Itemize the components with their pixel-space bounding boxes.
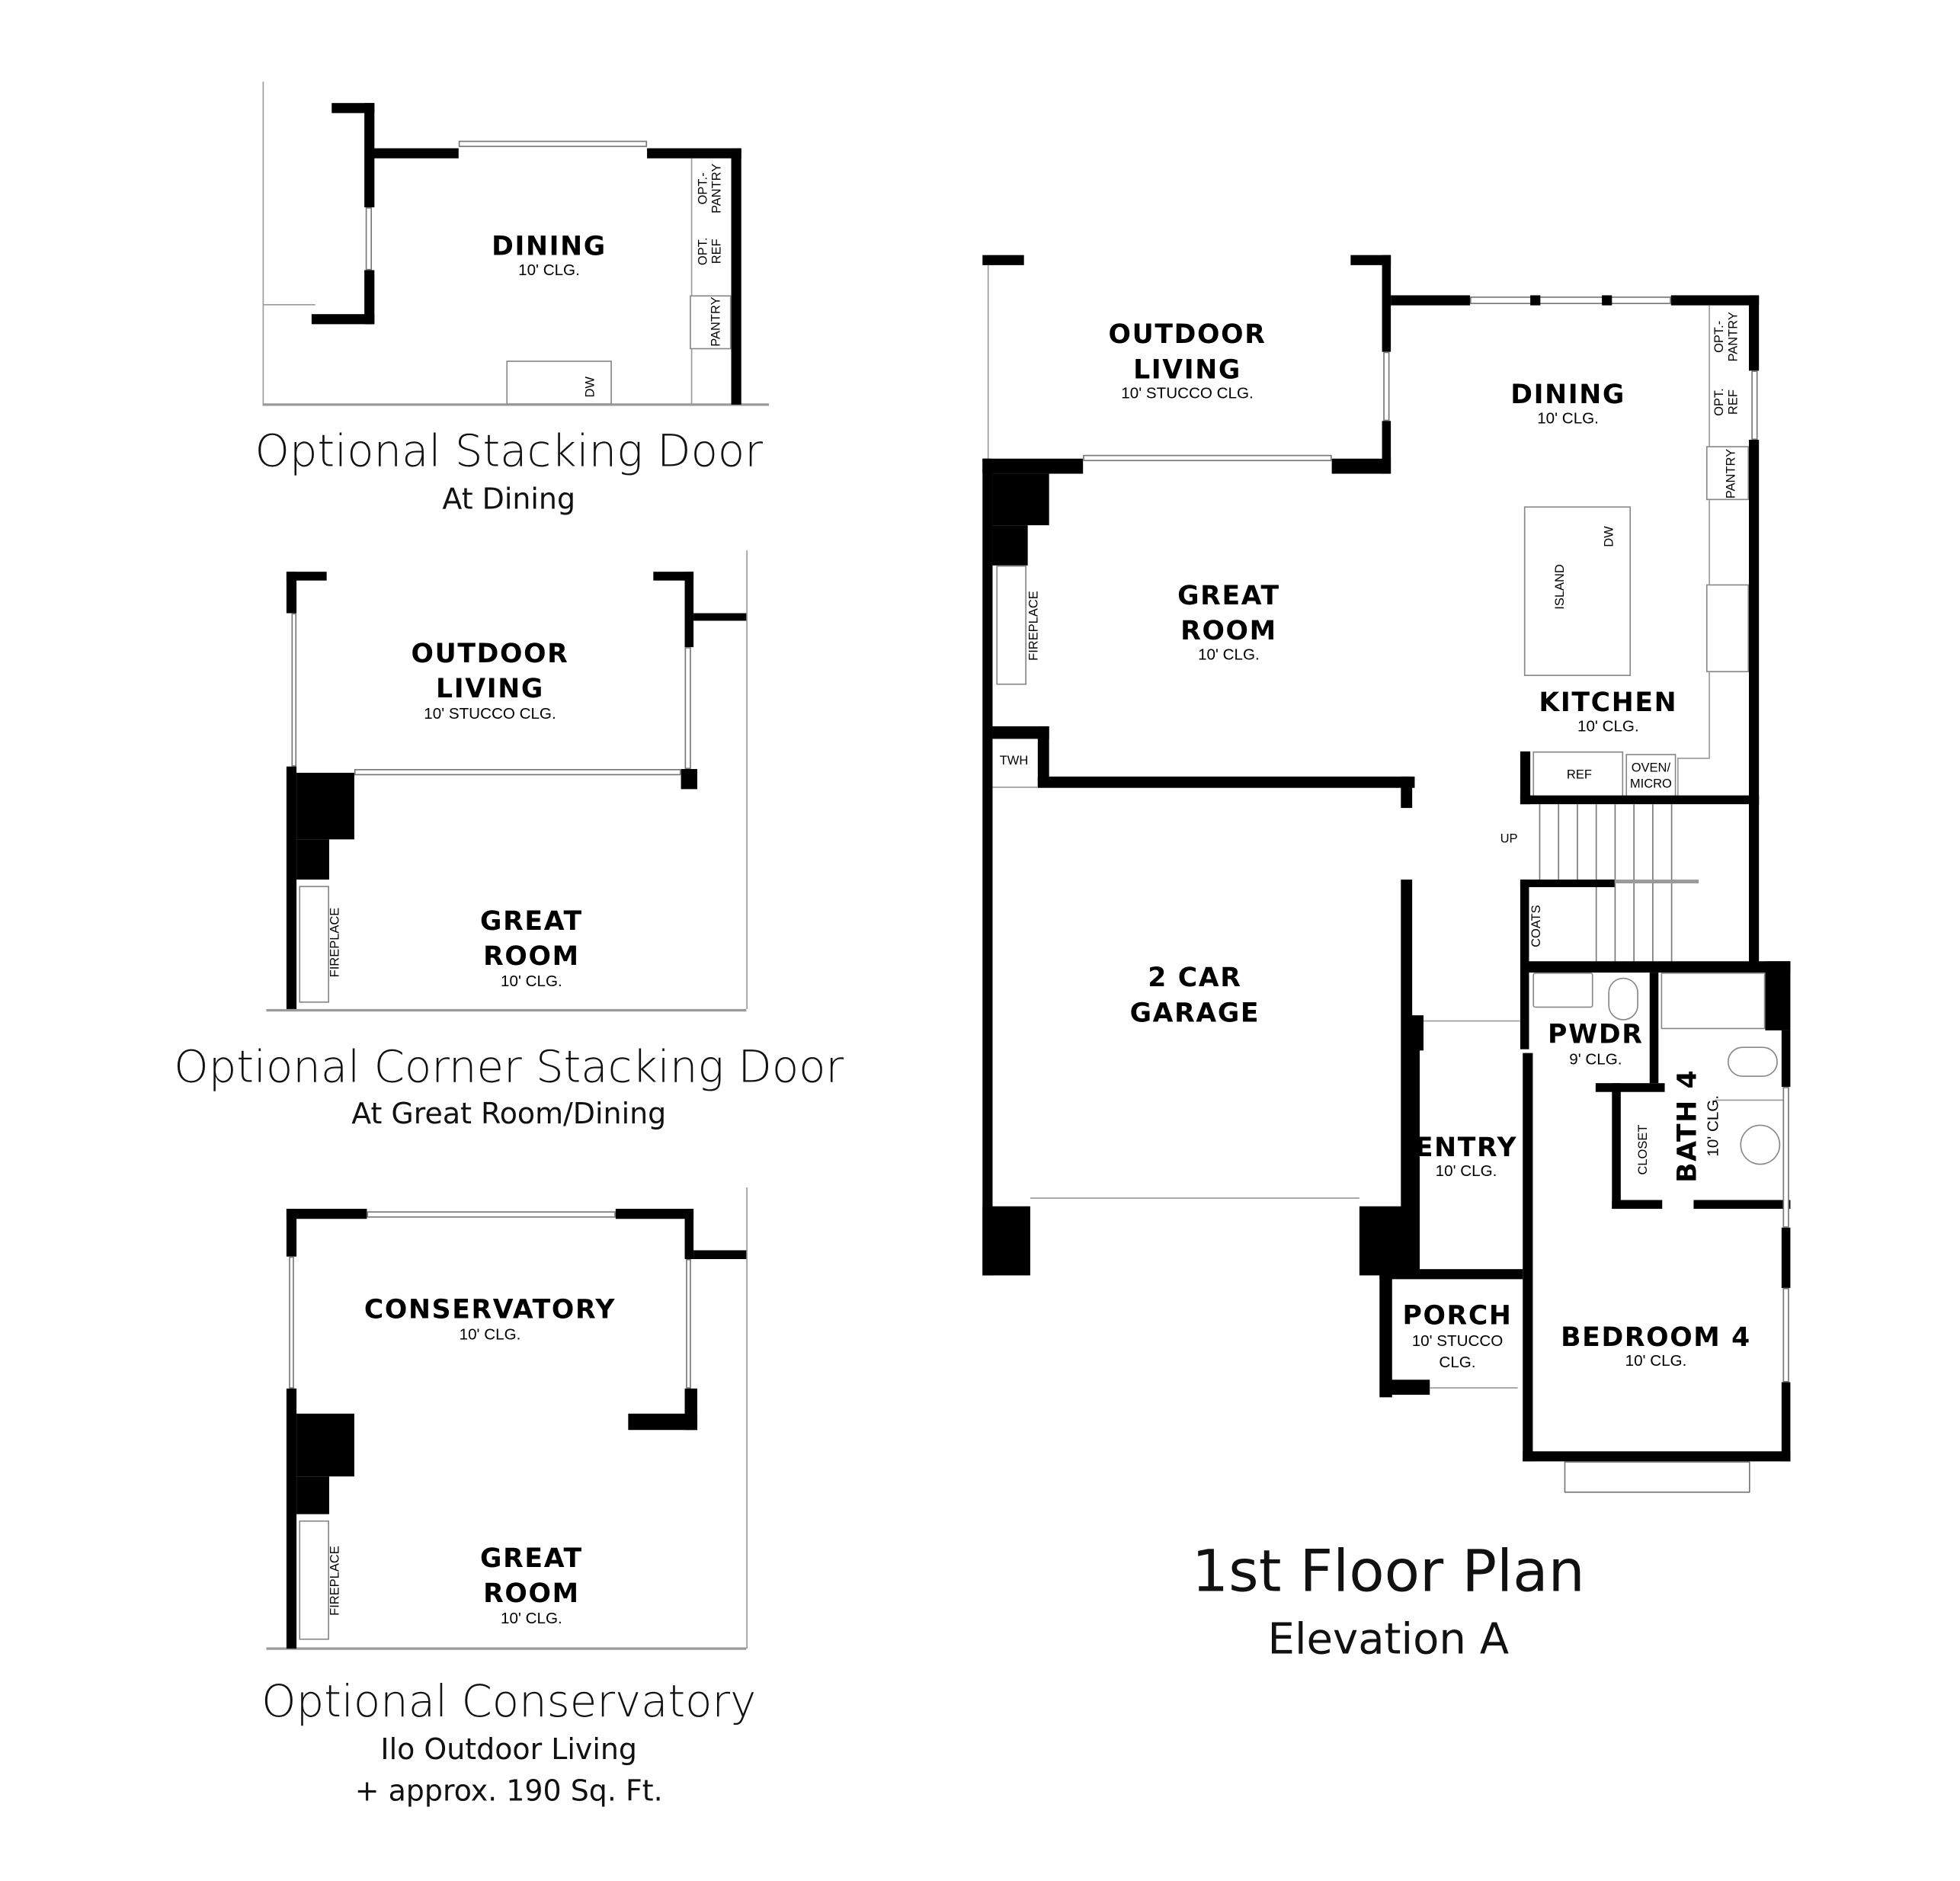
fixture-label-oven-micro: OVEN/ MICRO [1629,761,1672,792]
room-label-pwdr: PWDR [1548,1019,1644,1049]
plan-subtitle: Elevation A [1267,1614,1510,1665]
fixture-label-dw: DW [1603,526,1617,547]
fixture-label-fireplace: FIREPLACE [328,907,343,978]
fixture-label-opt-ref: OPT. REF [1713,388,1741,416]
room-label-outdoor: OUTDOOR [411,638,569,669]
room-label-outdoor: OUTDOOR [1108,319,1267,350]
room-label-great: GREAT [480,905,583,937]
room-label-kitchen: KITCHEN [1539,687,1678,718]
room-label-room: ROOM [1180,615,1277,646]
room-label-2-car: 2 CAR [1148,962,1242,993]
room-label-room: ROOM [483,940,580,972]
option-subcaption: At Great Room/Dining [351,1098,667,1131]
option-caption: Optional Corner Stacking Door [174,1043,844,1094]
stairs-up-label: UP [1500,832,1518,847]
room-label-living: LIVING [1133,354,1241,385]
ceiling-label: 10' STUCCO CLG. [1121,384,1254,402]
fixture-label-opt-pantry: OPT.- PANTRY [1713,312,1741,362]
fixture-label-pantry: PANTRY [709,296,724,347]
fixture-label-pantry: PANTRY [1725,448,1739,499]
fixture-label-fireplace: FIREPLACE [328,1546,343,1616]
option-subcaption: Ilo Outdoor Living [380,1734,638,1767]
room-label-room: ROOM [483,1578,580,1609]
ceiling-label: CLG. [1439,1353,1476,1371]
room-label-dining: DINING [1510,379,1625,410]
ceiling-label: 10' CLG. [1435,1162,1497,1181]
option-caption: Optional Conservatory [261,1678,757,1728]
room-label-great: GREAT [1177,580,1280,611]
room-label-living: LIVING [436,673,544,704]
ceiling-label: 10' STUCCO [1411,1331,1504,1350]
room-label-conservatory: CONSERVATORY [363,1294,617,1325]
fixture-label-ref: REF [1566,768,1592,783]
room-label-dining: DINING [492,231,607,261]
option-subcaption: At Dining [442,483,576,517]
fixture-label-opt-pantry: OPT.- PANTRY [697,163,724,213]
room-label-porch: PORCH [1402,1300,1513,1331]
fixture-label-twh: TWH [999,755,1029,769]
fixture-label-opt-ref: OPT. REF [697,237,724,266]
room-label-bath-4: BATH 4 [1672,1069,1702,1183]
fixture-label-coats: COATS [1529,905,1544,947]
plan-title: 1st Floor Plan [1191,1537,1585,1605]
ceiling-label: 10' CLG. [501,973,562,991]
ceiling-label: 10' CLG. [1625,1352,1687,1370]
fixture-label-closet: CLOSET [1636,1124,1651,1175]
room-label-bedroom-4: BEDROOM 4 [1561,1322,1751,1353]
room-label-great: GREAT [480,1543,583,1574]
ceiling-label: 10' CLG. [1537,409,1599,428]
option-caption: Optional Stacking Door [255,427,763,478]
option-area-note: + approx. 190 Sq. Ft. [354,1775,663,1809]
ceiling-label: 10' CLG. [501,1609,562,1628]
ceiling-label: 9' CLG. [1569,1050,1622,1069]
ceiling-label: 10' CLG. [1704,1094,1722,1157]
room-label-garage: GARAGE [1129,998,1260,1028]
ceiling-label: 10' CLG. [1577,717,1639,735]
fixture-label-island: ISLAND [1554,564,1568,610]
fixture-label-dw: DW [584,377,598,398]
ceiling-label: 10' CLG. [1198,646,1260,664]
ceiling-label: 10' CLG. [518,261,580,280]
fixture-label-fireplace: FIREPLACE [1027,591,1042,661]
ceiling-label: 10' STUCCO CLG. [424,704,556,723]
ceiling-label: 10' CLG. [459,1325,521,1344]
room-label-entry: ENTRY [1414,1132,1518,1163]
